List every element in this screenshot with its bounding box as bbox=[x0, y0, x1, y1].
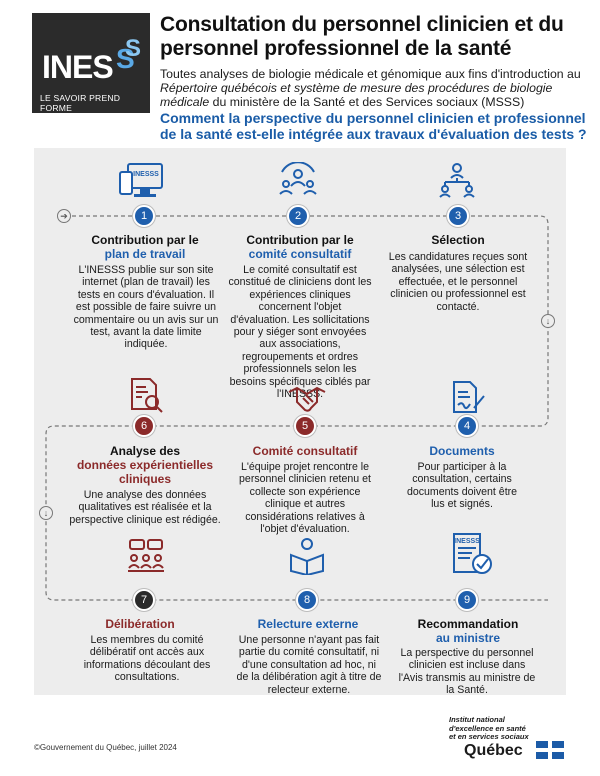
page-title: Consultation du personnel clinicien et d… bbox=[160, 13, 564, 60]
flow-down-arrow-left: ↓ bbox=[39, 506, 53, 520]
step-8-description: Une personne n'ayant pas fait partie du … bbox=[236, 634, 382, 696]
step-number-4: 4 bbox=[456, 415, 478, 437]
computer-monitor-icon: INESSS bbox=[119, 163, 163, 197]
intro-italic: Répertoire québécois et système de mesur… bbox=[160, 81, 553, 109]
document-magnifier-icon bbox=[131, 378, 163, 413]
selection-hierarchy-icon bbox=[439, 163, 475, 198]
step-7-description: Les membres du comité délibératif ont ac… bbox=[83, 634, 211, 684]
step-number-5: 5 bbox=[294, 415, 316, 437]
step-number-1: 1 bbox=[133, 205, 155, 227]
document-sign-icon bbox=[453, 381, 485, 413]
logo-text: INES bbox=[42, 49, 114, 85]
logo-s-accent: S bbox=[116, 43, 135, 74]
step-number-3: 3 bbox=[447, 205, 469, 227]
logo-tagline: LE SAVOIR PREND FORME bbox=[40, 93, 121, 113]
step-4-description: Pour participer à la consultation, certa… bbox=[406, 461, 518, 511]
step-number-8: 8 bbox=[296, 589, 318, 611]
step-3-description: Les candidatures reçues sont analysées, … bbox=[388, 251, 528, 313]
step-5-description: L'équipe projet rencontre le personnel c… bbox=[239, 461, 371, 536]
step-1-description: L'INESSS publie sur son site internet (p… bbox=[73, 264, 219, 351]
step-number-2: 2 bbox=[287, 205, 309, 227]
question-heading: Comment la perspective du personnel clin… bbox=[160, 110, 587, 142]
step-2-description: Le comité consultatif est constitué de c… bbox=[228, 264, 372, 401]
step-number-7: 7 bbox=[133, 589, 155, 611]
step-7-heading: Délibération bbox=[105, 617, 175, 631]
step-number-9: 9 bbox=[456, 589, 478, 611]
logo-s-accent-2: S bbox=[125, 35, 142, 62]
step-8-heading: Relecture externe bbox=[257, 617, 359, 631]
handshake-icon bbox=[288, 386, 326, 412]
intro-text: Toutes analyses de biologie médicale et … bbox=[160, 67, 581, 109]
discussion-meeting-icon bbox=[128, 539, 164, 572]
step-6-description: Une analyse des données qualitatives est… bbox=[69, 489, 221, 526]
mini-inesss-logo: INESSS bbox=[454, 538, 480, 545]
flow-down-arrow-right: ↓ bbox=[541, 314, 555, 328]
svg-text:INESSS: INESSS bbox=[133, 171, 159, 178]
flow-start-arrow: ➔ bbox=[57, 209, 71, 223]
step-5-heading: Comité consultatif bbox=[252, 444, 358, 458]
approved-report-icon: INESSS bbox=[453, 533, 492, 574]
step-3-heading: Sélection bbox=[431, 233, 485, 247]
step-4-heading: Documents bbox=[429, 444, 495, 458]
institute-name: Institut national d'excellence en santé … bbox=[449, 715, 529, 741]
step-number-6: 6 bbox=[133, 415, 155, 437]
inesss-logo: INES S S LE SAVOIR PREND FORME bbox=[32, 13, 150, 113]
team-group-icon bbox=[279, 162, 317, 195]
step-9-description: La perspective du personnel clinicien es… bbox=[398, 647, 536, 697]
quebec-wordmark: Québec bbox=[464, 742, 523, 759]
reader-book-icon bbox=[290, 538, 324, 575]
copyright-notice: ©Gouvernement du Québec, juillet 2024 bbox=[34, 743, 177, 752]
quebec-flag-icon bbox=[536, 741, 564, 759]
